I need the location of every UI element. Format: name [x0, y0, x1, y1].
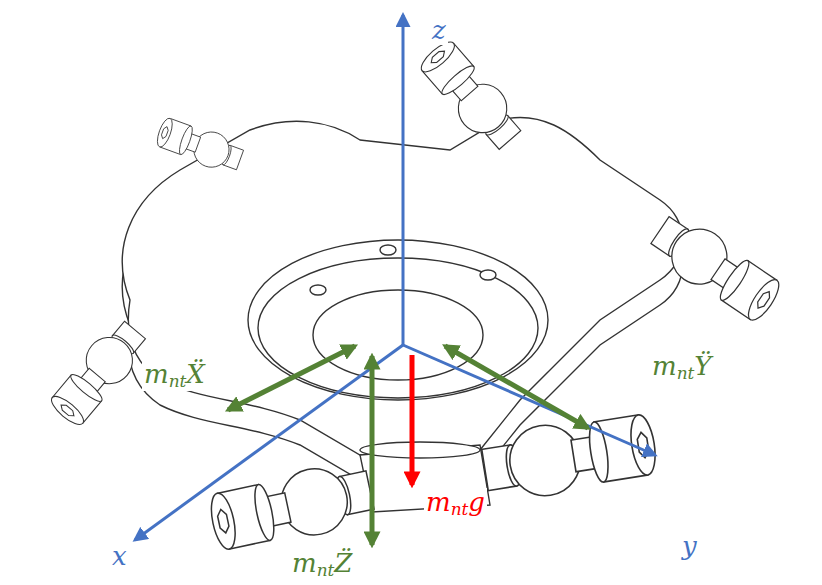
axis-label: x: [110, 542, 129, 571]
force-label: mntZ̈: [290, 549, 354, 580]
force-label: mntŸ: [650, 352, 714, 383]
gravity-arrow: [410, 355, 415, 485]
symbol: m: [652, 351, 677, 381]
coordinate-axes: [135, 15, 655, 540]
subscript: nt: [677, 363, 695, 383]
axis-label: y: [680, 532, 699, 561]
subscript: nt: [317, 560, 335, 580]
symbol: y: [682, 531, 697, 561]
symbol: Ÿ: [694, 351, 711, 381]
symbol: m: [144, 359, 169, 389]
force-label: mntg: [424, 488, 487, 519]
inertia-force-arrows: [228, 346, 588, 545]
axis-label: z: [430, 16, 448, 45]
ball-joints: [45, 35, 786, 555]
symbol: Ẍ: [186, 359, 205, 389]
symbol: m: [426, 487, 451, 517]
symbol: g: [468, 487, 485, 517]
symbol: x: [112, 541, 127, 571]
symbol: m: [292, 548, 317, 578]
force-label: mntẌ: [142, 360, 207, 391]
symbol: z: [432, 15, 446, 45]
subscript: nt: [451, 499, 469, 519]
subscript: nt: [169, 371, 187, 391]
symbol: Z̈: [334, 548, 352, 578]
